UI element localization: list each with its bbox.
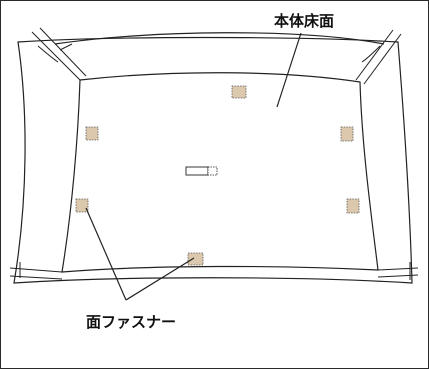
fastener-patches <box>75 85 360 266</box>
floor-label: 本体床面 <box>274 12 335 30</box>
fastener-patch-left-upper <box>85 126 99 141</box>
fastener-patch-right-upper <box>340 126 354 142</box>
tent-outer-body <box>13 36 413 284</box>
corner-bottom-right <box>377 267 419 278</box>
fastener-patch-right-lower <box>346 198 360 214</box>
inner-floor <box>61 72 379 273</box>
corner-bottom-left <box>9 267 63 280</box>
fastener-patch-left-lower <box>75 198 89 213</box>
fastener-patch-top <box>231 85 247 99</box>
corner-pole-top-right <box>355 29 402 85</box>
fastener-label: 面ファスナー <box>86 313 177 331</box>
floor-leader-line <box>276 32 302 108</box>
fastener-patch-bottom <box>187 252 204 266</box>
center-tag <box>185 166 218 176</box>
corner-pole-top-left <box>31 27 87 81</box>
fastener-leader-right <box>125 257 195 301</box>
top-rail <box>54 32 385 45</box>
fastener-leader-left <box>85 207 127 301</box>
